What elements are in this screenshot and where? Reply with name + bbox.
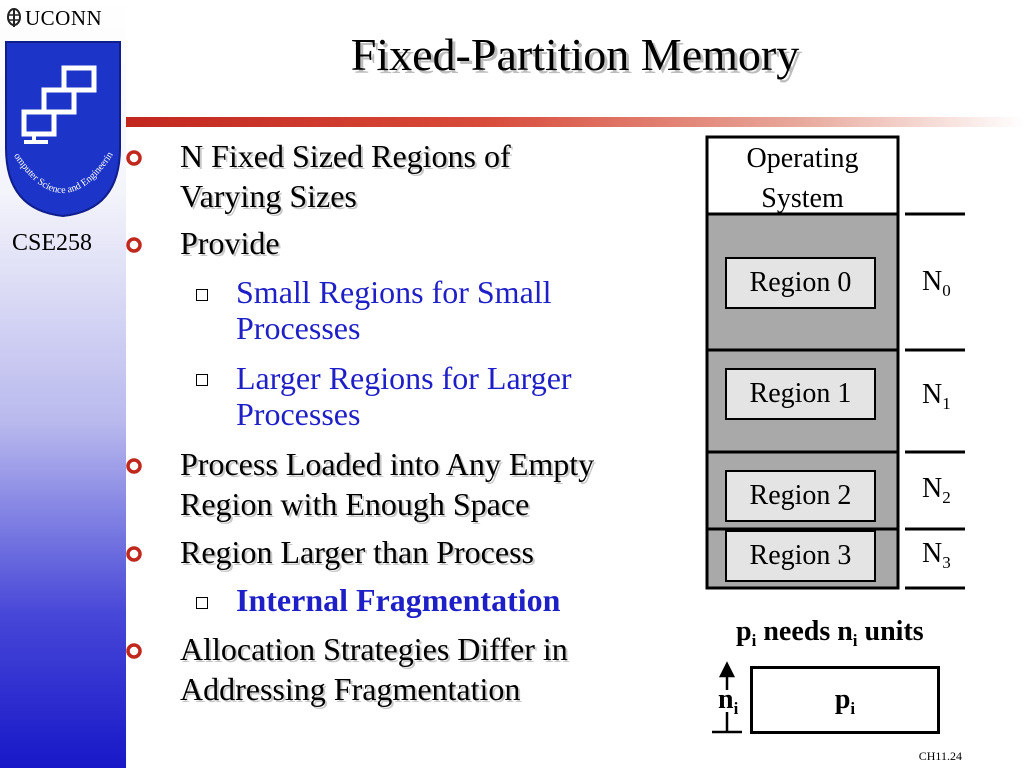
bullet-1: N Fixed Sized Regions of Varying Sizes — [180, 138, 511, 214]
region-3-size: N3 — [922, 538, 951, 572]
sub-bullet-1: Small Regions for Small Processes — [236, 274, 552, 346]
sub-bullet-icon — [196, 289, 208, 301]
sub-bullet-3: Internal Fragmentation — [236, 582, 561, 618]
slide-number: CH11.24 — [918, 749, 962, 763]
bullet-icon — [126, 643, 142, 659]
bullet-icon — [126, 458, 142, 474]
bullet-4: Region Larger than Process — [180, 534, 534, 570]
bullet-2: Provide — [180, 225, 280, 261]
uconn-brand: UCONN — [25, 6, 103, 30]
cse-crest-logo: Computer Science and Engineering — [2, 38, 121, 218]
process-size-label: ni — [718, 684, 739, 718]
region-3-box: Region 3 — [725, 530, 876, 582]
bullet-icon — [126, 237, 142, 253]
uconn-logo: UCONN — [6, 6, 102, 31]
region-1-box: Region 1 — [725, 368, 876, 420]
process-box: pi — [750, 666, 940, 734]
bullet-icon — [126, 546, 142, 562]
region-1-size: N1 — [922, 379, 951, 413]
region-0-box: Region 0 — [725, 257, 876, 309]
uconn-mark-icon — [7, 8, 21, 27]
process-needs-caption: pi needs ni units — [736, 616, 924, 650]
operating-system-label: Operating System — [746, 143, 859, 214]
sub-bullet-icon — [196, 374, 208, 386]
page-title: Fixed-Partition Memory — [350, 29, 800, 80]
sub-bullet-icon — [196, 597, 208, 609]
bullet-3: Process Loaded into Any Empty Region wit… — [180, 446, 595, 522]
bullet-icon — [126, 150, 142, 166]
title-divider — [126, 117, 1024, 127]
region-0-size: N0 — [922, 266, 951, 300]
bullet-5: Allocation Strategies Differ in Addressi… — [180, 631, 568, 707]
sub-bullet-2: Larger Regions for Larger Processes — [236, 360, 572, 432]
region-2-size: N2 — [922, 473, 951, 507]
region-2-box: Region 2 — [725, 470, 876, 522]
course-code: CSE258 — [12, 230, 93, 256]
